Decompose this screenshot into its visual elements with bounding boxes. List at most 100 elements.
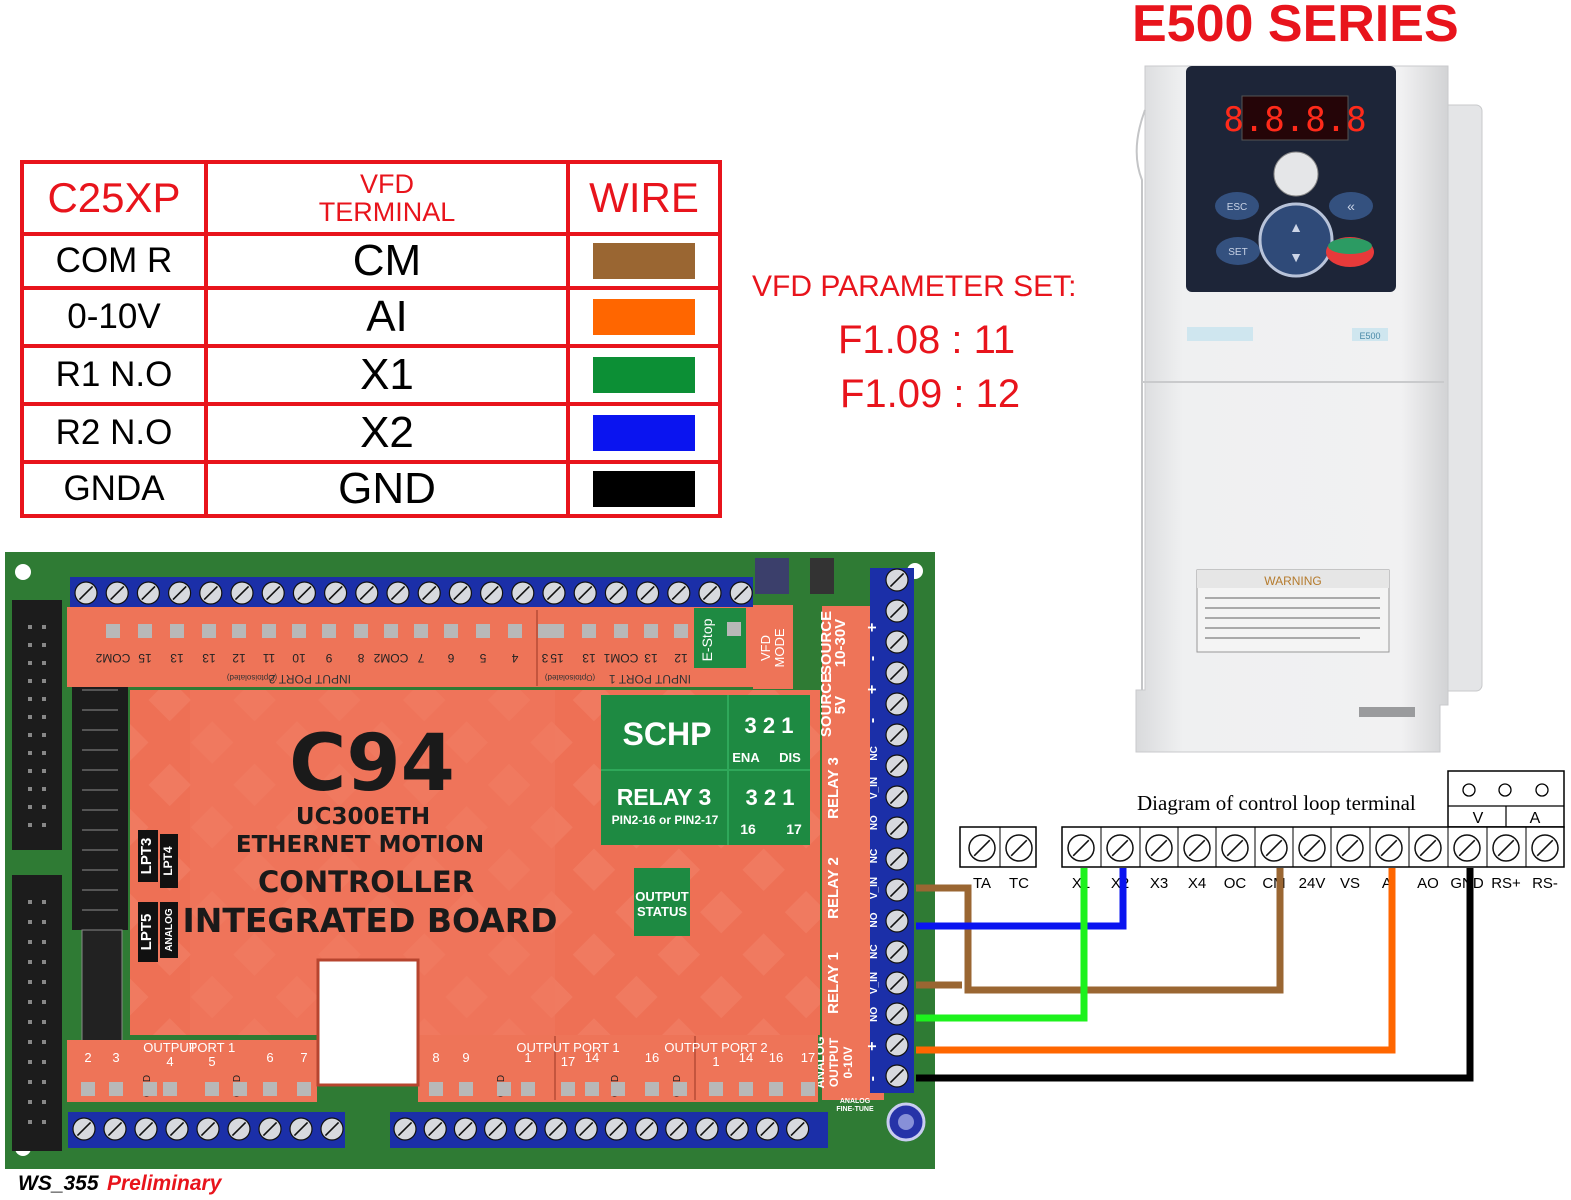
terminal-screw[interactable]: [695, 1117, 719, 1141]
vfd-terminal-screw[interactable]: [1145, 834, 1173, 862]
footer-id: WS_355: [18, 1172, 99, 1195]
terminal-screw[interactable]: [136, 581, 160, 605]
vfd-bottom-slot: [1359, 707, 1415, 717]
vfd-terminal-screw[interactable]: [1414, 834, 1442, 862]
terminal-screw[interactable]: [72, 1117, 96, 1141]
terminal-screw[interactable]: [453, 1117, 477, 1141]
terminal-screw[interactable]: [885, 909, 909, 933]
terminal-screw[interactable]: [511, 581, 535, 605]
vfd-terminal-screw[interactable]: [1375, 834, 1403, 862]
terminal-screw[interactable]: [755, 1117, 780, 1141]
output-pin-label: 4: [166, 1054, 173, 1069]
terminal-screw[interactable]: [103, 1117, 127, 1141]
terminal-screw[interactable]: [729, 581, 753, 605]
terminal-screw[interactable]: [885, 630, 909, 654]
terminal-screw[interactable]: [885, 692, 909, 716]
vfd-terminal-screw[interactable]: [1492, 834, 1520, 862]
terminal-screw[interactable]: [448, 581, 472, 605]
terminal-screw[interactable]: [604, 581, 629, 605]
terminal-screw[interactable]: [393, 1117, 417, 1141]
vfd-terminal-screw[interactable]: [1531, 834, 1559, 862]
terminal-screw[interactable]: [885, 816, 909, 840]
ethernet-port[interactable]: [316, 958, 420, 1087]
terminal-screw[interactable]: [885, 971, 909, 995]
input-pin-label: 13: [170, 651, 184, 665]
terminal-screw[interactable]: [574, 1117, 598, 1141]
terminal-screw[interactable]: [542, 581, 566, 605]
terminal-screw[interactable]: [604, 1117, 629, 1141]
output-pin-label: 17: [561, 1054, 575, 1069]
terminal-screw[interactable]: [885, 847, 909, 871]
terminal-screw[interactable]: [885, 1033, 909, 1057]
terminal-screw[interactable]: [885, 940, 909, 964]
terminal-screw[interactable]: [885, 599, 909, 623]
input-pin-label: 10: [292, 651, 306, 665]
vfd-set-key[interactable]: [1216, 237, 1260, 265]
terminal-screw[interactable]: [292, 581, 316, 605]
terminal-screw[interactable]: [423, 1117, 447, 1141]
input-pin-label: 7: [417, 651, 424, 665]
terminal-screw[interactable]: [885, 785, 909, 809]
terminal-screw[interactable]: [134, 1117, 158, 1141]
terminal-screw[interactable]: [885, 661, 909, 685]
terminal-screw[interactable]: [885, 754, 909, 778]
terminal-screw[interactable]: [324, 581, 348, 605]
terminal-screw[interactable]: [885, 1064, 909, 1088]
terminal-screw[interactable]: [386, 581, 410, 605]
va-jumper-hole: [1535, 783, 1549, 797]
terminal-screw[interactable]: [665, 1117, 689, 1141]
terminal-screw[interactable]: [168, 581, 192, 605]
terminal-screw[interactable]: [514, 1117, 538, 1141]
terminal-screw[interactable]: [698, 581, 722, 605]
vfd-terminal-screw[interactable]: [1005, 834, 1033, 862]
terminal-screw[interactable]: [289, 1117, 313, 1141]
output-pin-label: 7: [300, 1050, 307, 1065]
terminal-screw[interactable]: [885, 1002, 909, 1026]
terminal-screw[interactable]: [196, 1117, 220, 1141]
terminal-screw[interactable]: [105, 581, 129, 605]
vfd-terminal-screw[interactable]: [1298, 834, 1326, 862]
terminal-screw[interactable]: [484, 1117, 508, 1141]
wire-cell: [566, 286, 722, 348]
vfd-esc-key[interactable]: [1215, 192, 1259, 220]
terminal-screw[interactable]: [667, 581, 691, 605]
terminal-screw[interactable]: [258, 1117, 282, 1141]
terminal-screw[interactable]: [635, 581, 660, 605]
terminal-screw[interactable]: [74, 581, 98, 605]
vfd-terminal-screw[interactable]: [1183, 834, 1211, 862]
terminal-screw[interactable]: [165, 1117, 189, 1141]
terminal-screw[interactable]: [634, 1117, 659, 1141]
input-pin-label: 6: [447, 651, 454, 665]
wire-swatch: [593, 357, 695, 393]
terminal-screw[interactable]: [885, 723, 909, 747]
vfd-knob[interactable]: [1273, 151, 1319, 197]
vfd-terminal-screw[interactable]: [1336, 834, 1364, 862]
dip-switch[interactable]: [755, 558, 789, 594]
relay3-block-label: RELAY 3: [617, 784, 712, 810]
terminal-screw[interactable]: [544, 1117, 568, 1141]
vfd-terminal-screw[interactable]: [1106, 834, 1134, 862]
vfd-back-key[interactable]: [1329, 192, 1373, 220]
vfd-terminal-screw[interactable]: [1453, 834, 1481, 862]
wire-cell: [566, 402, 722, 464]
terminal-screw[interactable]: [320, 1117, 344, 1141]
terminal-screw[interactable]: [785, 1117, 810, 1141]
terminal-screw[interactable]: [199, 581, 223, 605]
vfd-terminal-screw[interactable]: [968, 834, 996, 862]
terminal-screw[interactable]: [725, 1117, 749, 1141]
terminal-screw[interactable]: [227, 1117, 251, 1141]
vfd-terminal-screw[interactable]: [1221, 834, 1249, 862]
vfd-terminal-screw[interactable]: [1067, 834, 1095, 862]
terminal-screw[interactable]: [573, 581, 597, 605]
terminal-screw[interactable]: [480, 581, 504, 605]
vfd-terminal-screw[interactable]: [1260, 834, 1288, 862]
terminal-screw[interactable]: [885, 878, 909, 902]
optoisolated-label: (Optoisolated): [545, 673, 596, 682]
terminal-screw[interactable]: [261, 581, 285, 605]
vfd-arrow-key[interactable]: [1258, 202, 1334, 278]
side-pin-label: +: [864, 623, 881, 632]
terminal-screw[interactable]: [355, 581, 379, 605]
terminal-screw[interactable]: [417, 581, 441, 605]
terminal-screw[interactable]: [885, 568, 909, 592]
terminal-screw[interactable]: [230, 581, 254, 605]
